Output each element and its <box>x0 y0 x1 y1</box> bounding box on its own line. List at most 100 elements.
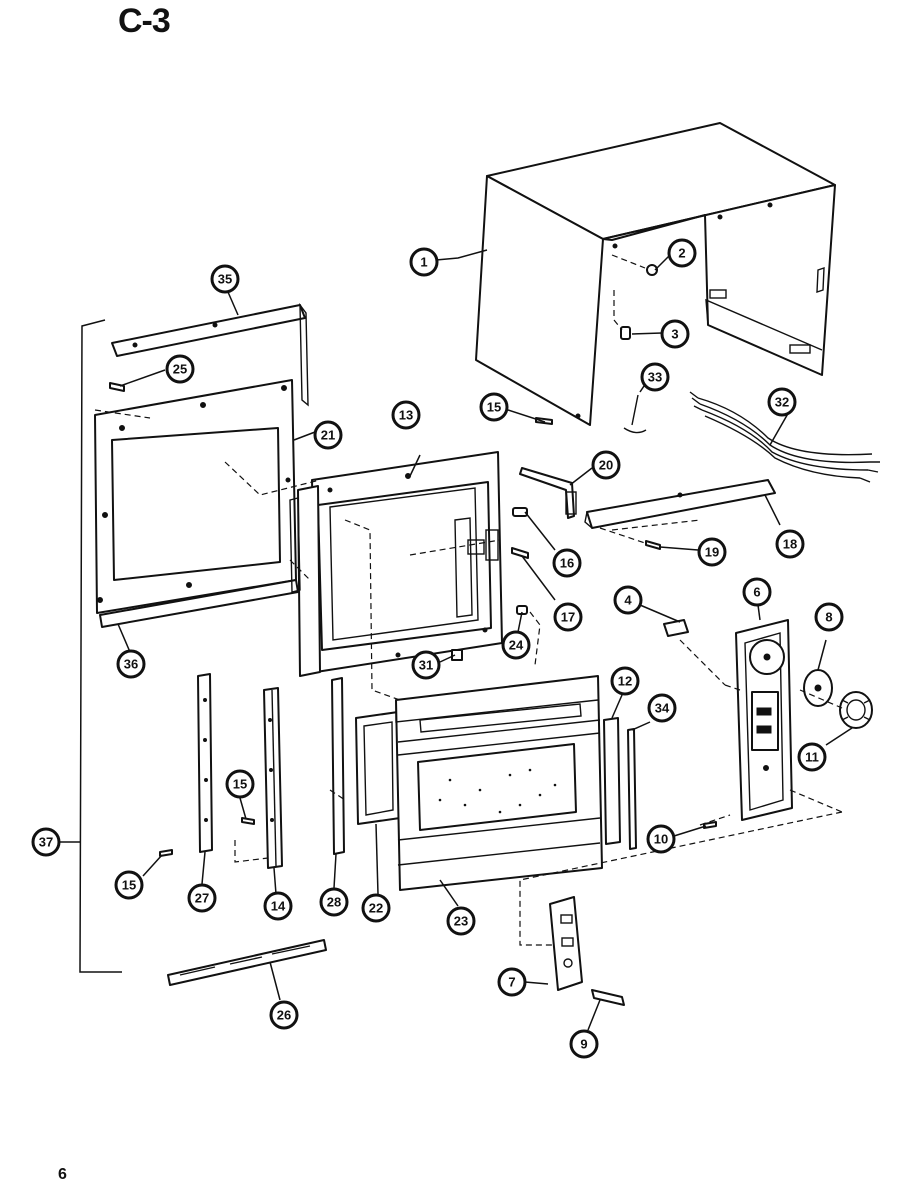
svg-text:34: 34 <box>655 701 670 716</box>
callout-34: 34 <box>647 693 677 723</box>
callout-35: 35 <box>210 264 240 294</box>
svg-text:31: 31 <box>419 658 433 673</box>
callout-4: 4 <box>613 585 643 615</box>
part-control-knob <box>839 691 873 729</box>
part-angle-bracket <box>584 479 776 529</box>
svg-text:1: 1 <box>420 255 427 270</box>
callout-22: 22 <box>361 893 391 923</box>
callout-3: 3 <box>660 319 690 349</box>
part-screw-19 <box>599 527 661 550</box>
callout-33: 33 <box>640 362 670 392</box>
callout-7: 7 <box>497 967 527 997</box>
svg-text:4: 4 <box>624 593 632 608</box>
callout-16: 16 <box>552 548 582 578</box>
part-wire-harness <box>689 391 880 483</box>
svg-text:25: 25 <box>173 362 187 377</box>
diagram-title: C-3 <box>118 2 171 40</box>
part-lever <box>623 394 647 434</box>
callout-27: 27 <box>187 883 217 913</box>
callout-24: 24 <box>501 630 531 660</box>
callout-14: 14 <box>263 891 293 921</box>
svg-text:18: 18 <box>783 537 797 552</box>
part-door-seal-strip <box>627 728 637 850</box>
svg-text:27: 27 <box>195 891 209 906</box>
svg-text:32: 32 <box>775 395 789 410</box>
part-top-trim <box>111 302 309 407</box>
callout-17: 17 <box>553 602 583 632</box>
part-screw-17 <box>511 547 529 559</box>
callout-12: 12 <box>610 666 640 696</box>
callout-36: 36 <box>116 649 146 679</box>
part-clip <box>613 290 631 340</box>
svg-text:37: 37 <box>39 835 53 850</box>
callout-37: 37 <box>31 827 61 857</box>
part-door-frame <box>297 451 503 677</box>
svg-text:9: 9 <box>580 1037 587 1052</box>
svg-text:15: 15 <box>233 777 247 792</box>
part-hinge-strip-right <box>331 677 345 855</box>
callouts: 1 2 3 4 6 7 8 9 10 11 12 13 14 15 15 15 … <box>31 238 844 1059</box>
assembly-bracket <box>79 319 122 973</box>
part-screw-10 <box>703 821 717 829</box>
callout-15b: 15 <box>225 769 255 799</box>
svg-text:16: 16 <box>560 556 574 571</box>
part-control-panel <box>735 619 793 821</box>
callout-19: 19 <box>697 537 727 567</box>
svg-text:8: 8 <box>825 610 832 625</box>
svg-text:28: 28 <box>327 895 341 910</box>
svg-text:23: 23 <box>454 914 468 929</box>
svg-text:2: 2 <box>678 246 685 261</box>
svg-text:24: 24 <box>509 638 524 653</box>
svg-text:15: 15 <box>487 400 501 415</box>
callout-8: 8 <box>814 602 844 632</box>
callout-2: 2 <box>667 238 697 268</box>
part-door-side-strip <box>603 717 621 845</box>
svg-text:6: 6 <box>753 585 760 600</box>
callout-25: 25 <box>165 354 195 384</box>
callout-21: 21 <box>313 420 343 450</box>
callout-6: 6 <box>742 577 772 607</box>
svg-text:22: 22 <box>369 901 383 916</box>
part-hinge-strip-left <box>197 673 213 853</box>
assembly-lines <box>94 409 843 946</box>
part-door-gasket <box>355 711 401 825</box>
svg-text:33: 33 <box>648 370 662 385</box>
svg-text:17: 17 <box>561 610 575 625</box>
callout-13: 13 <box>391 400 421 430</box>
svg-text:14: 14 <box>271 899 286 914</box>
part-nut <box>611 254 658 276</box>
page-number: 6 <box>58 1166 67 1183</box>
part-screw-25 <box>109 382 125 392</box>
part-screw-16 <box>512 507 528 517</box>
part-button-plate <box>549 896 583 991</box>
svg-text:36: 36 <box>124 657 138 672</box>
svg-text:12: 12 <box>618 674 632 689</box>
svg-text:7: 7 <box>508 975 515 990</box>
part-inner-door-panel <box>94 379 297 614</box>
callout-23: 23 <box>446 906 476 936</box>
svg-text:10: 10 <box>654 832 668 847</box>
callout-1: 1 <box>409 247 439 277</box>
callout-15c: 15 <box>114 870 144 900</box>
svg-text:13: 13 <box>399 408 413 423</box>
part-pin <box>591 989 625 1006</box>
callout-15a: 15 <box>479 392 509 422</box>
svg-text:3: 3 <box>671 327 678 342</box>
part-washer <box>803 669 833 707</box>
part-screw-strip <box>159 817 255 857</box>
svg-text:20: 20 <box>599 458 613 473</box>
callout-28: 28 <box>319 887 349 917</box>
part-hinge-strip-center <box>263 687 283 869</box>
callout-9: 9 <box>569 1029 599 1059</box>
callout-32: 32 <box>767 387 797 417</box>
svg-text:15: 15 <box>122 878 136 893</box>
callout-26: 26 <box>269 1000 299 1030</box>
part-bracket-upper <box>519 467 577 519</box>
callout-31: 31 <box>411 650 441 680</box>
svg-text:19: 19 <box>705 545 719 560</box>
callout-11: 11 <box>797 742 827 772</box>
part-outer-door <box>395 675 603 891</box>
svg-text:21: 21 <box>321 428 335 443</box>
